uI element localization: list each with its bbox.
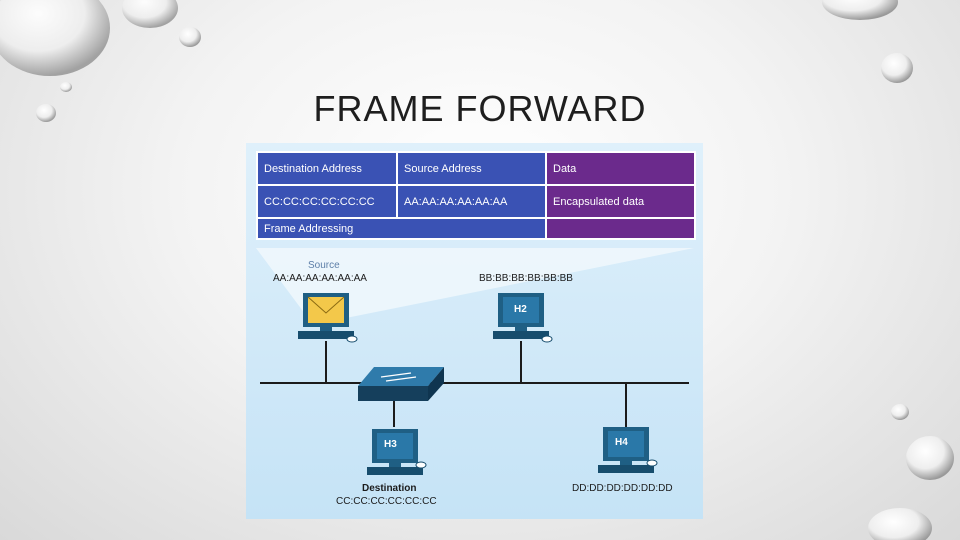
host-h2-computer-icon bbox=[493, 293, 553, 343]
value-data: Encapsulated data bbox=[545, 184, 696, 219]
h2-name-label: H2 bbox=[514, 304, 527, 315]
header-destination-address: Destination Address bbox=[256, 151, 398, 186]
h3-role-label: Destination bbox=[362, 483, 417, 494]
network-diagram bbox=[256, 248, 694, 475]
value-source-address: AA:AA:AA:AA:AA:AA bbox=[396, 184, 547, 219]
h4-name-label: H4 bbox=[615, 437, 628, 448]
h1-role-label: Source bbox=[308, 260, 340, 271]
host-h1-computer-icon bbox=[298, 293, 358, 343]
header-source-address: Source Address bbox=[396, 151, 547, 186]
h3-mac-label: CC:CC:CC:CC:CC:CC bbox=[336, 496, 437, 507]
network-figure: Destination Address Source Address Data … bbox=[246, 143, 703, 519]
host-h3-computer-icon bbox=[367, 429, 427, 475]
h4-mac-label: DD:DD:DD:DD:DD:DD bbox=[572, 483, 673, 494]
value-destination-address: CC:CC:CC:CC:CC:CC bbox=[256, 184, 398, 219]
h2-mac-label: BB:BB:BB:BB:BB:BB bbox=[479, 273, 573, 284]
slide-title: FRAME FORWARD bbox=[313, 88, 647, 129]
frame-addressing-table: Destination Address Source Address Data … bbox=[256, 151, 696, 240]
h3-name-label: H3 bbox=[384, 439, 397, 450]
frame-addressing-blank bbox=[545, 217, 696, 240]
host-h4-computer-icon bbox=[598, 427, 658, 473]
header-data: Data bbox=[545, 151, 696, 186]
h1-mac-label: AA:AA:AA:AA:AA:AA bbox=[273, 273, 367, 284]
callout-wedge bbox=[256, 248, 694, 318]
frame-addressing-label: Frame Addressing bbox=[256, 217, 547, 240]
switch-icon bbox=[358, 367, 444, 401]
